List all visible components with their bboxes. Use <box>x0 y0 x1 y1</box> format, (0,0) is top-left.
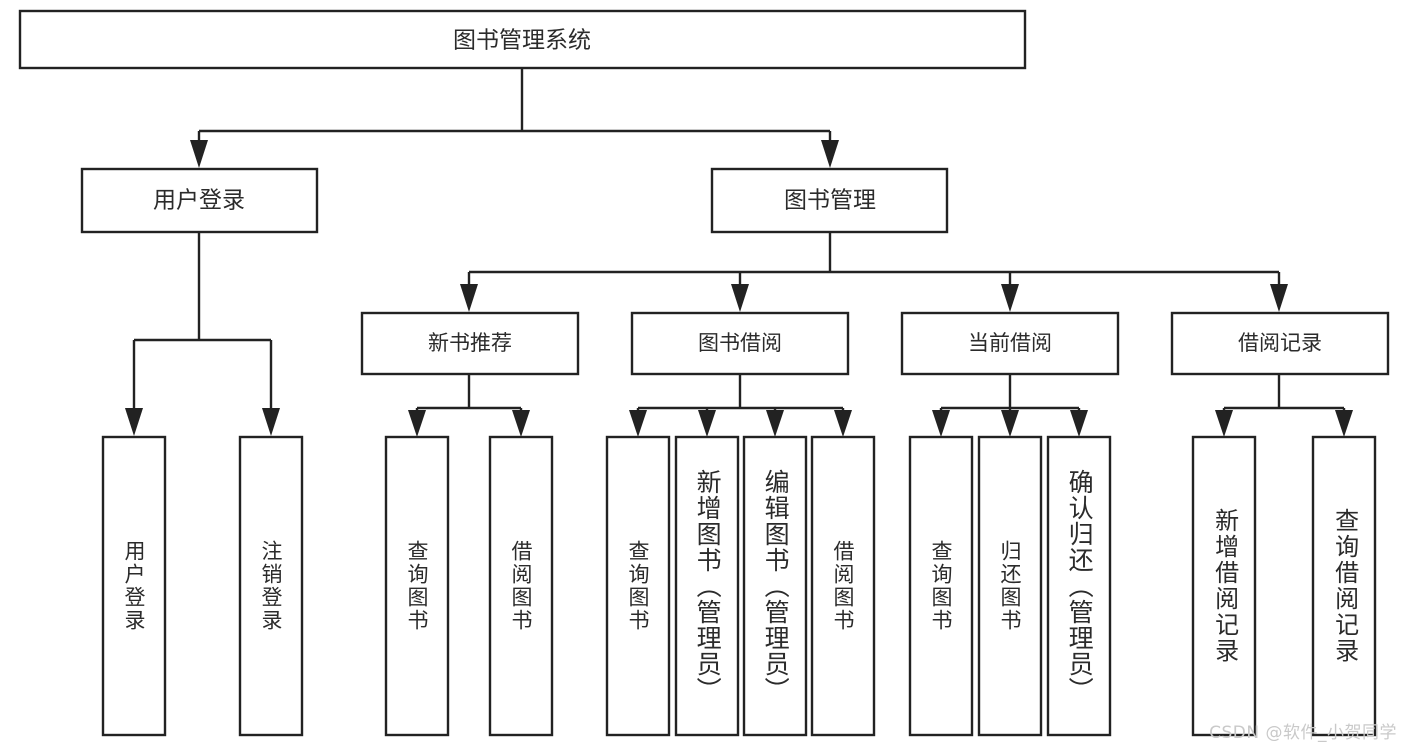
node-new-book-rec-label: 新书推荐 <box>428 331 512 355</box>
arrow-rec-to-query-book <box>408 410 426 437</box>
node-leaf-add-book-box[interactable] <box>674 435 740 737</box>
connector-group-current-borrow <box>932 374 1088 437</box>
node-user-login-box[interactable] <box>80 167 319 234</box>
csdn-watermark: CSDN @软件_小贺同学 <box>1209 723 1397 743</box>
node-root[interactable]: 图书管理系统 <box>18 9 1027 70</box>
node-leaf-query-record-box[interactable] <box>1311 435 1377 737</box>
connector-group-user-login <box>125 232 280 436</box>
connector-group-root <box>190 69 839 168</box>
node-root-box[interactable] <box>18 9 1027 70</box>
node-leaf-confirm-return-box[interactable] <box>1046 435 1112 737</box>
node-leaf-edit-book-box[interactable] <box>742 435 808 737</box>
node-new-book-rec[interactable]: 新书推荐 <box>360 311 580 376</box>
arrow-record-to-add-record <box>1215 410 1233 437</box>
node-book-manage[interactable]: 图书管理 <box>710 167 949 234</box>
node-book-manage-label: 图书管理 <box>784 188 876 214</box>
arrow-root-to-book-manage <box>821 140 839 168</box>
arrow-current-to-return-book <box>1001 410 1019 437</box>
arrow-current-to-query-book <box>932 410 950 437</box>
node-root-label: 图书管理系统 <box>453 28 591 54</box>
arrow-bm-to-new-book-rec <box>460 284 478 312</box>
connector-group-borrow-record <box>1215 374 1353 437</box>
node-leaf-user-login-box[interactable] <box>101 435 167 737</box>
node-book-borrow[interactable]: 图书借阅 <box>630 311 850 376</box>
node-leaf-borrow-book-1-box[interactable] <box>488 435 554 737</box>
arrow-record-to-query-record <box>1335 410 1353 437</box>
arrow-borrow-to-query-book <box>629 410 647 437</box>
node-borrow-record-box[interactable] <box>1170 311 1390 376</box>
arrow-bm-to-borrow-record <box>1270 284 1288 312</box>
connector-group-new-book-rec <box>408 374 530 437</box>
node-new-book-rec-box[interactable] <box>360 311 580 376</box>
node-current-borrow-box[interactable] <box>900 311 1120 376</box>
arrow-borrow-to-edit-book <box>766 410 784 437</box>
arrow-borrow-to-add-book <box>698 410 716 437</box>
connector-group-book-manage <box>460 232 1288 312</box>
node-book-manage-box[interactable] <box>710 167 949 234</box>
node-leaf-add-record-box[interactable] <box>1191 435 1257 737</box>
node-book-borrow-label: 图书借阅 <box>698 331 782 355</box>
node-leaf-query-book-2-box[interactable] <box>605 435 671 737</box>
node-leaf-return-book-box[interactable] <box>977 435 1043 737</box>
arrow-root-to-user-login <box>190 140 208 168</box>
node-user-login[interactable]: 用户登录 <box>80 167 319 234</box>
node-leaf-query-book-1-box[interactable] <box>384 435 450 737</box>
node-current-borrow-label: 当前借阅 <box>968 331 1052 355</box>
arrow-borrow-to-borrow-book <box>834 410 852 437</box>
arrow-bm-to-book-borrow <box>731 284 749 312</box>
arrow-rec-to-borrow-book <box>512 410 530 437</box>
node-current-borrow[interactable]: 当前借阅 <box>900 311 1120 376</box>
node-leaf-logout-box[interactable] <box>238 435 304 737</box>
node-borrow-record[interactable]: 借阅记录 <box>1170 311 1390 376</box>
node-book-borrow-box[interactable] <box>630 311 850 376</box>
node-leaf-borrow-book-2-box[interactable] <box>810 435 876 737</box>
node-user-login-label: 用户登录 <box>153 188 245 214</box>
arrow-current-to-confirm-return <box>1070 410 1088 437</box>
arrow-bm-to-current-borrow <box>1001 284 1019 312</box>
node-leaf-query-book-3-box[interactable] <box>908 435 974 737</box>
arrow-user-login-to-leaf1 <box>125 408 143 436</box>
connector-group-book-borrow <box>629 374 852 437</box>
node-borrow-record-label: 借阅记录 <box>1238 331 1322 355</box>
arrow-user-login-to-leaf2 <box>262 408 280 436</box>
